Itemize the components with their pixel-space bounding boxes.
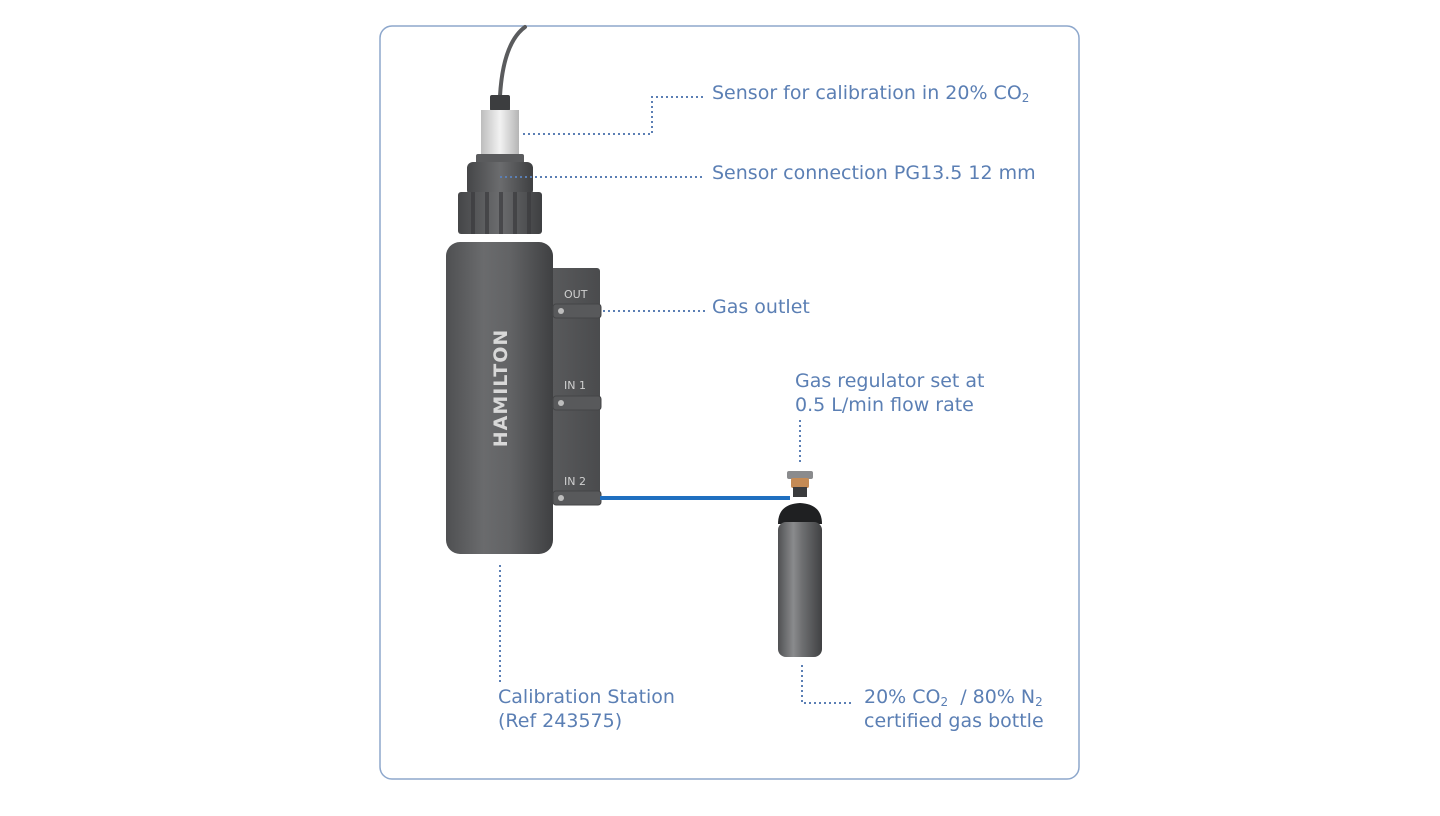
sensor-collar <box>476 154 524 164</box>
diagram-frame <box>379 25 1080 780</box>
station-body <box>446 242 553 554</box>
label-gas-outlet: Gas outlet <box>712 296 810 318</box>
label-sensor-connection: Sensor connection PG13.5 12 mm <box>712 162 1036 184</box>
port-in1-label: IN 1 <box>564 379 586 392</box>
label-bottle-n2: / 80% N <box>960 686 1036 708</box>
leader-lines <box>499 96 852 704</box>
port-in1 <box>552 395 602 411</box>
station-brand: HAMILTON <box>490 329 512 448</box>
label-bottle-co2: 20% CO <box>864 686 941 708</box>
sensor-cap <box>490 95 510 111</box>
label-gas-regulator-line2: 0.5 L/min flow rate <box>795 394 974 416</box>
sensor-cable <box>498 25 527 98</box>
sensor-sleeve <box>481 110 519 158</box>
label-gas-regulator-line1: Gas regulator set at <box>795 370 985 392</box>
label-sensor-calibration-sub: 2 <box>1021 91 1030 105</box>
port-column <box>548 268 600 504</box>
sensor-connection <box>467 162 533 196</box>
port-out <box>552 303 602 319</box>
label-calibration-station-line2: (Ref 243575) <box>498 710 623 732</box>
label-gas-bottle-line2: certified gas bottle <box>864 710 1044 732</box>
label-gas-bottle-line1: 20% CO2 / 80% N2 <box>864 685 1043 709</box>
label-calibration-station-line1: Calibration Station <box>498 686 675 708</box>
ribbed-nut <box>458 192 542 234</box>
label-sensor-calibration-text: Sensor for calibration in 20% CO <box>712 82 1022 104</box>
port-in2-label: IN 2 <box>564 475 586 488</box>
label-bottle-co2-sub: 2 <box>940 695 949 709</box>
gas-bottle <box>778 471 822 657</box>
port-in2 <box>552 490 602 506</box>
leader-gas-bottle <box>801 665 852 704</box>
leader-sensor-calibration <box>523 96 705 135</box>
port-out-label: OUT <box>564 288 588 301</box>
label-bottle-n2-sub: 2 <box>1035 695 1043 709</box>
label-sensor-calibration: Sensor for calibration in 20% CO2 <box>712 81 1029 105</box>
